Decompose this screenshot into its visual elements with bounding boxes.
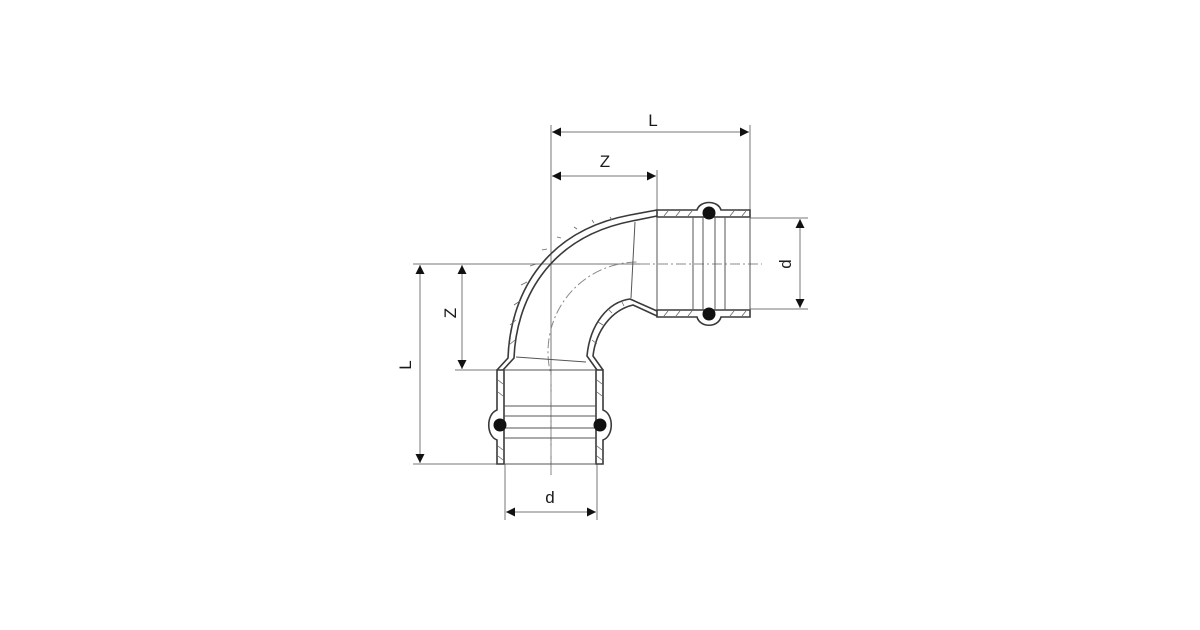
dimension-bottom-diameter: d xyxy=(506,488,596,517)
dim-label-top-Z: Z xyxy=(600,152,610,171)
dimension-top-length: L xyxy=(552,111,749,137)
dim-label-top-L: L xyxy=(648,111,657,130)
dim-label-left-L: L xyxy=(396,360,415,369)
o-ring-icon xyxy=(493,418,507,432)
dim-label-left-Z: Z xyxy=(441,308,460,318)
dimension-top-z: Z xyxy=(552,152,656,181)
extension-lines xyxy=(413,125,808,520)
o-ring-icon xyxy=(702,206,716,220)
o-ring-icon xyxy=(702,307,716,321)
dim-label-right-d: d xyxy=(776,259,795,268)
dimension-right-diameter: d xyxy=(776,219,805,308)
dim-label-bottom-d: d xyxy=(545,488,554,507)
wall-hatching xyxy=(508,216,625,346)
elbow-body xyxy=(496,209,658,371)
socket-bottom xyxy=(487,369,613,465)
dimension-left-length: L xyxy=(396,265,425,463)
dimension-left-z: Z xyxy=(441,265,467,369)
socket-right xyxy=(656,201,751,327)
o-ring-icon xyxy=(593,418,607,432)
center-lines xyxy=(547,261,762,474)
